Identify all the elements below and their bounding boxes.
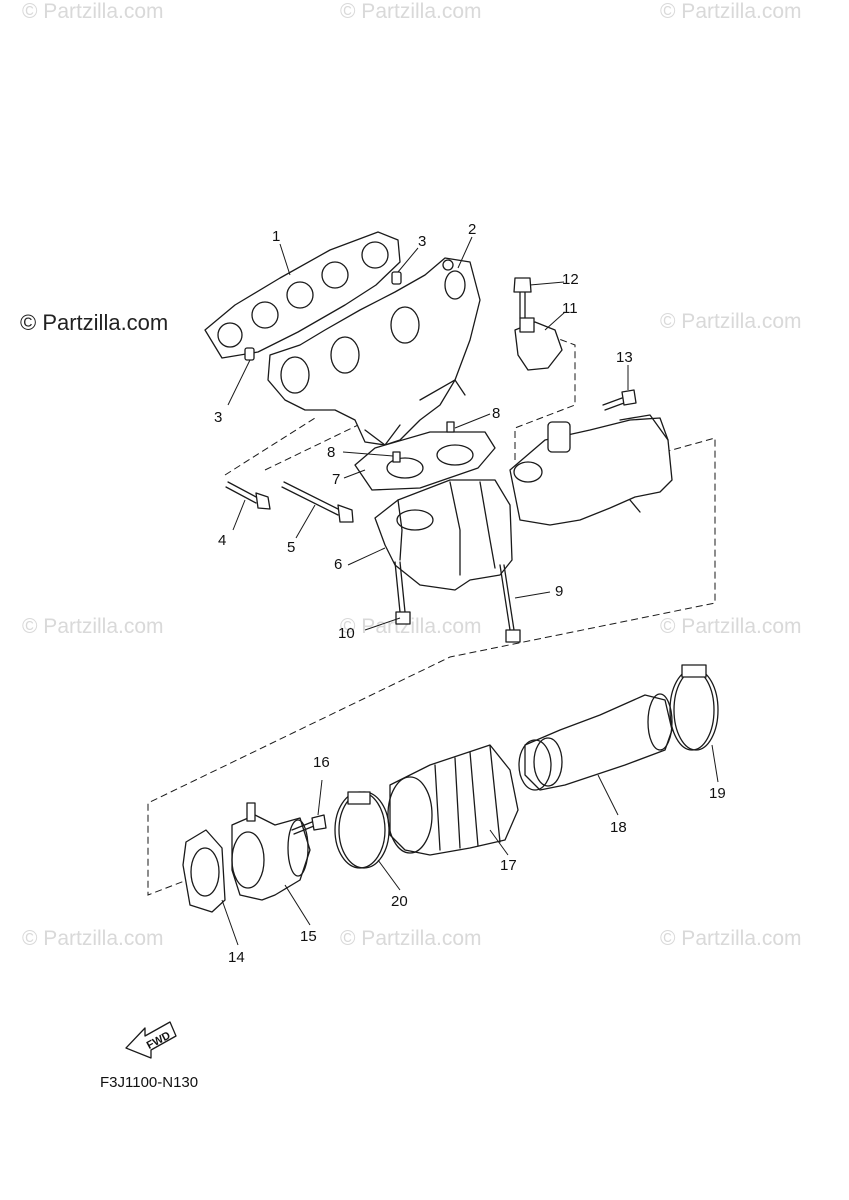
callout-6: 6 bbox=[334, 556, 342, 573]
bolt bbox=[513, 277, 532, 319]
hose-clamp bbox=[669, 664, 719, 751]
watermark-layer: © Partzilla.com © Partzilla.com © Partzi… bbox=[22, 0, 802, 950]
dowel-pin bbox=[244, 271, 402, 361]
callout-14: 14 bbox=[228, 949, 245, 966]
fwd-label: FWD bbox=[145, 1030, 173, 1052]
callout-3: 3 bbox=[214, 409, 222, 426]
watermark: © Partzilla.com bbox=[660, 615, 802, 638]
watermark: © Partzilla.com bbox=[340, 927, 482, 950]
exhaust-elbow bbox=[509, 414, 673, 526]
watermark: © Partzilla.com bbox=[660, 927, 802, 950]
leader-lines bbox=[221, 236, 719, 946]
bolt bbox=[225, 481, 271, 510]
watermark: © Partzilla.com bbox=[660, 0, 802, 23]
callout-3: 3 bbox=[418, 233, 426, 250]
callout-2: 2 bbox=[468, 221, 476, 238]
bolt bbox=[291, 814, 327, 835]
callout-18: 18 bbox=[610, 819, 627, 836]
callout-5: 5 bbox=[287, 539, 295, 556]
exhaust-gasket bbox=[204, 231, 401, 359]
fwd-arrow-icon: FWD bbox=[125, 1021, 177, 1059]
callout-8: 8 bbox=[492, 405, 500, 422]
callouts: 1 2 3 3 4 5 6 7 8 8 9 10 11 12 13 14 15 … bbox=[214, 221, 726, 966]
diagram-code: F3J1100-N130 bbox=[100, 1074, 198, 1091]
watermark: © Partzilla.com bbox=[340, 0, 482, 23]
bolt bbox=[281, 481, 354, 523]
callout-1: 1 bbox=[272, 228, 280, 245]
bracket bbox=[514, 317, 563, 371]
watermark: © Partzilla.com bbox=[660, 310, 802, 333]
callout-15: 15 bbox=[300, 928, 317, 945]
callout-17: 17 bbox=[500, 857, 517, 874]
pin bbox=[392, 421, 455, 463]
callout-9: 9 bbox=[555, 583, 563, 600]
callout-4: 4 bbox=[218, 532, 226, 549]
callout-12: 12 bbox=[562, 271, 579, 288]
exhaust-manifold bbox=[267, 257, 481, 446]
long-bolt bbox=[394, 561, 411, 625]
exhaust-chamber bbox=[374, 479, 513, 591]
flange-gasket bbox=[182, 829, 226, 913]
watermark: © Partzilla.com bbox=[22, 615, 164, 638]
exhaust-flange-pipe bbox=[231, 802, 311, 901]
brand-watermark: © Partzilla.com bbox=[20, 310, 168, 335]
exhaust-pipe bbox=[518, 693, 673, 791]
hose-clamp bbox=[334, 791, 390, 869]
watermark: © Partzilla.com bbox=[340, 615, 482, 638]
callout-20: 20 bbox=[391, 893, 408, 910]
manifold-gasket bbox=[354, 431, 496, 491]
long-bolt bbox=[499, 564, 521, 643]
watermark: © Partzilla.com bbox=[22, 927, 164, 950]
callout-19: 19 bbox=[709, 785, 726, 802]
callout-11: 11 bbox=[562, 300, 578, 317]
watermark: © Partzilla.com bbox=[22, 0, 164, 23]
callout-8: 8 bbox=[327, 444, 335, 461]
rubber-hose bbox=[387, 744, 519, 856]
callout-7: 7 bbox=[332, 471, 340, 488]
callout-13: 13 bbox=[616, 349, 633, 366]
callout-10: 10 bbox=[338, 625, 355, 642]
bolt bbox=[602, 389, 637, 411]
callout-16: 16 bbox=[313, 754, 330, 771]
